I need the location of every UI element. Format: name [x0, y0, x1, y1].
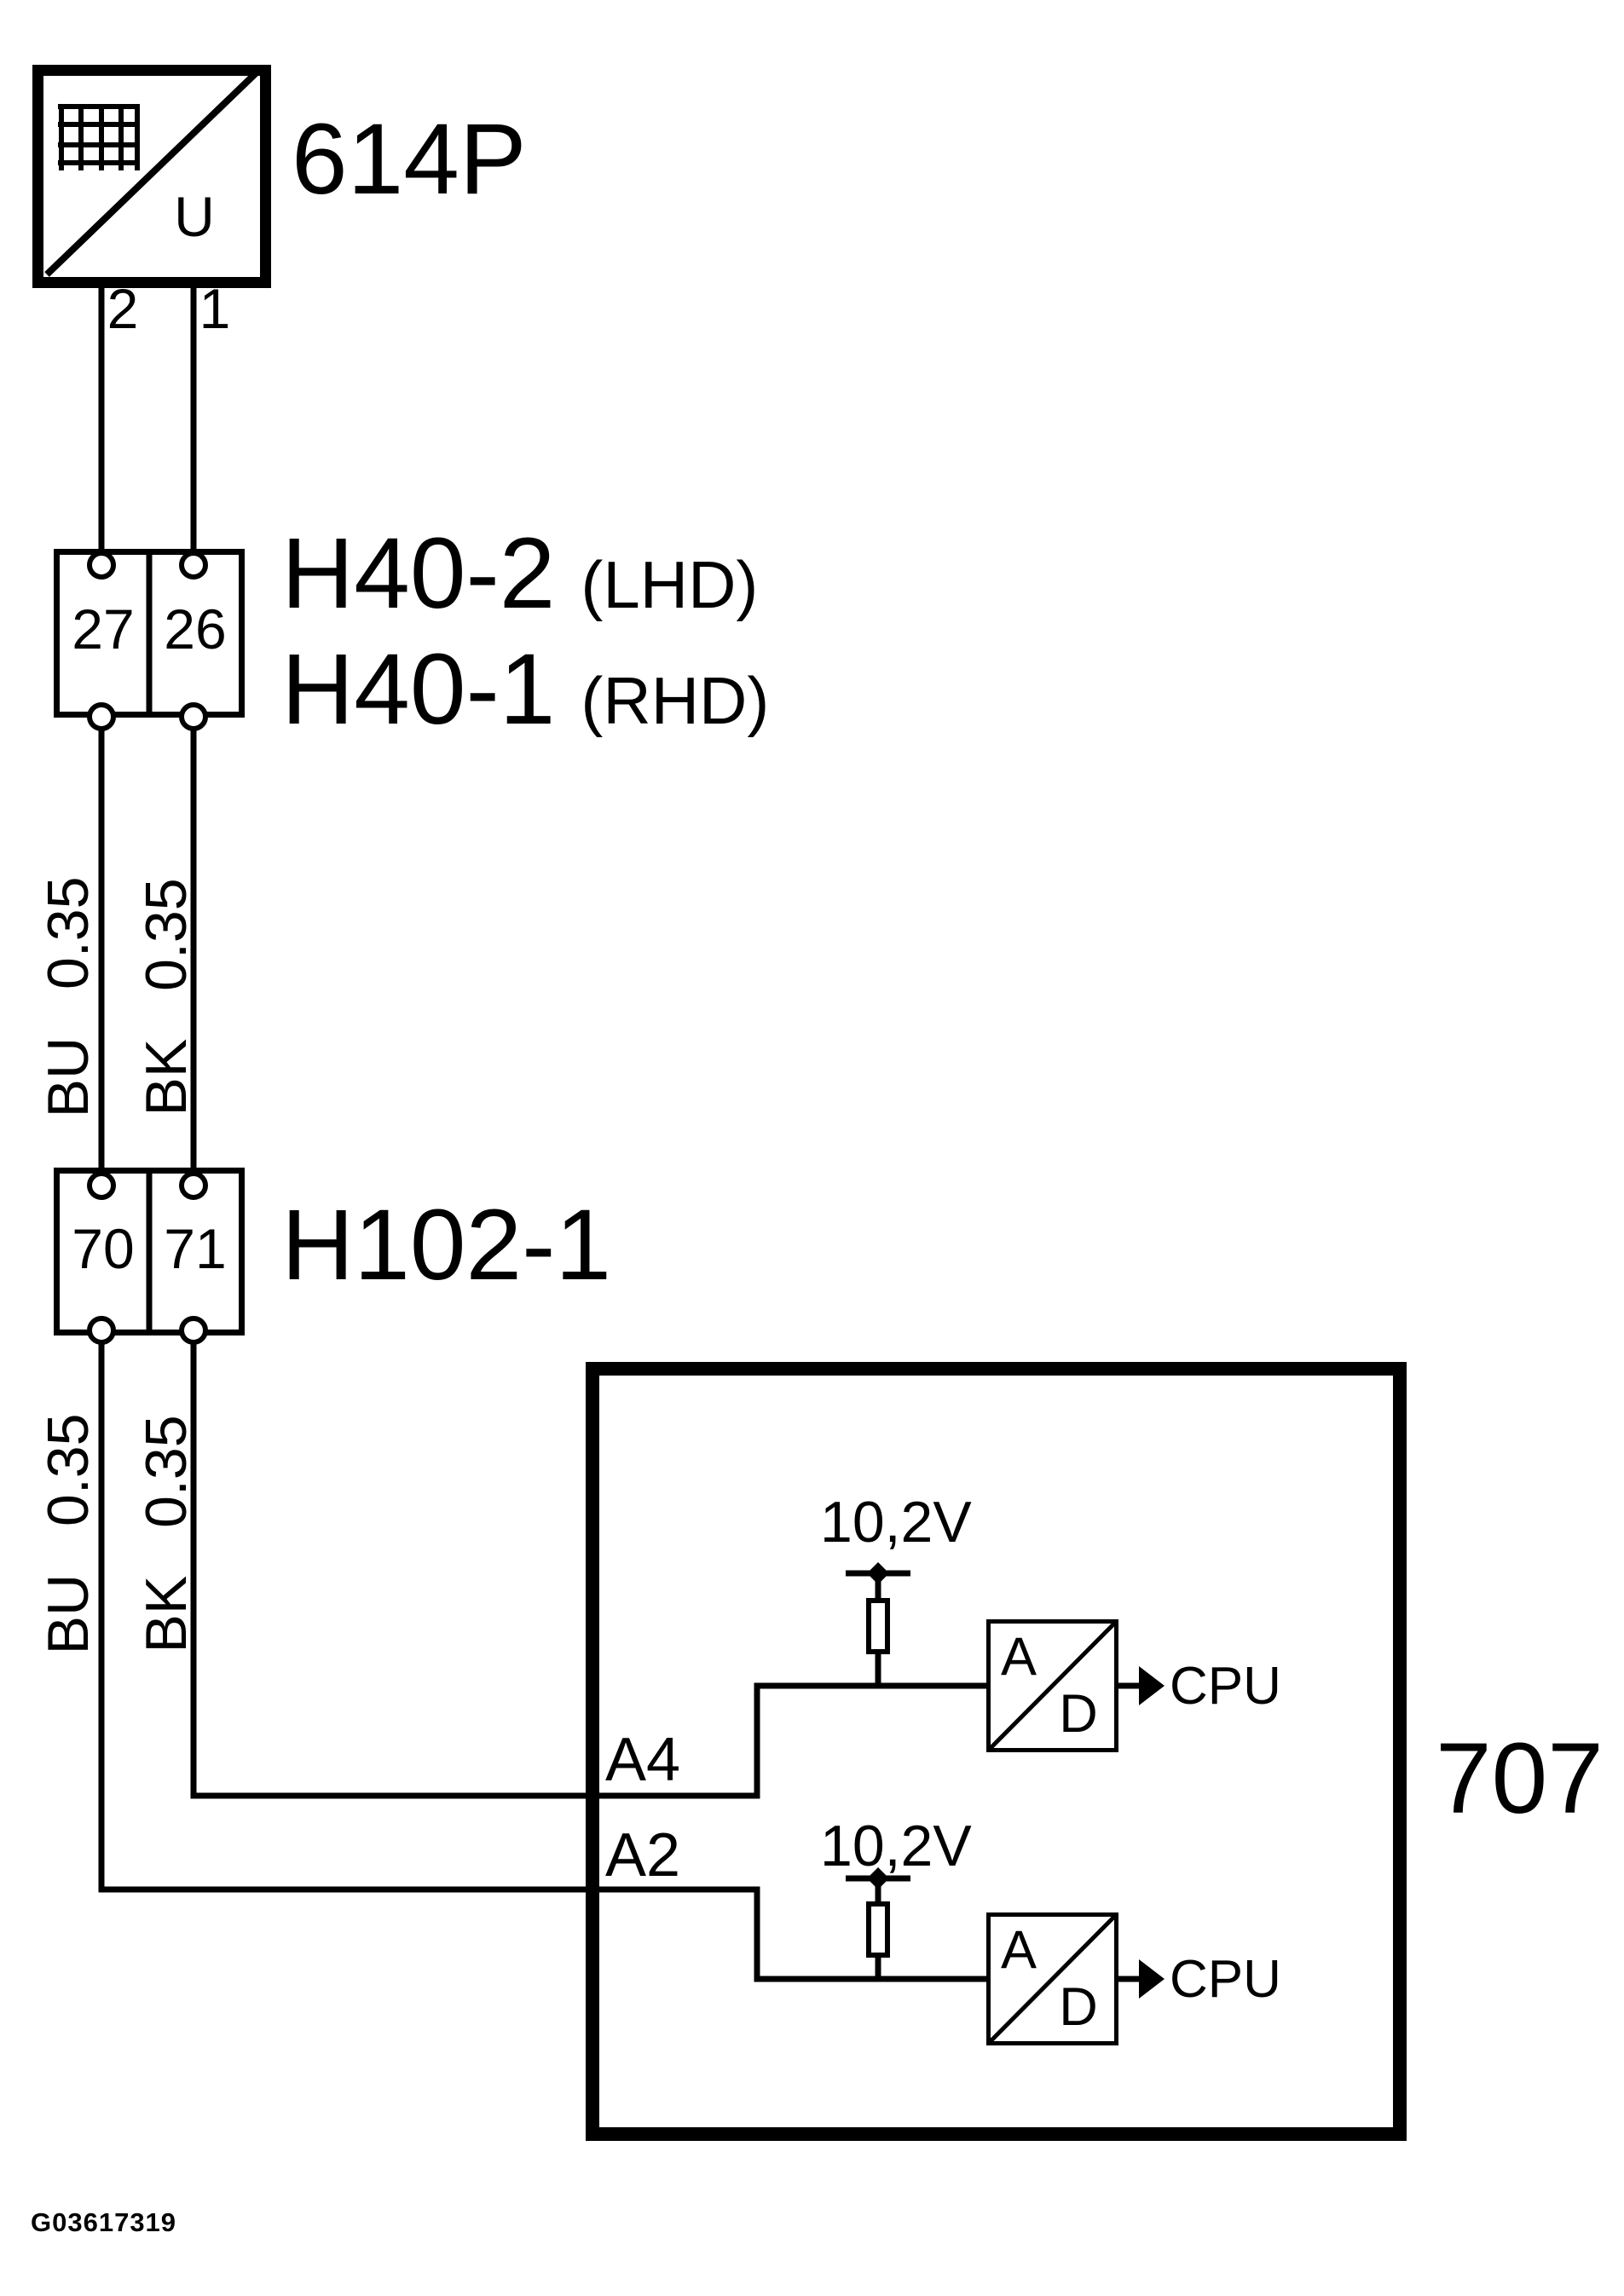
- h40-label-row-rhd: H40-1 (RHD): [281, 639, 769, 740]
- h102-pin-71-label: 71: [164, 1217, 227, 1280]
- harness-wires-upper: [98, 729, 197, 1174]
- figure-id-label: G03617319: [31, 2207, 177, 2237]
- grid-sensor-icon: [58, 104, 140, 170]
- wire-gauge: 0.35: [36, 876, 101, 989]
- sensor-id-label: 614P: [292, 103, 527, 216]
- wire-label-bu-upper: BU 0.35: [36, 876, 101, 1118]
- h40-pin-26-label: 26: [164, 597, 227, 661]
- control-module-id-label: 707: [1436, 1722, 1604, 1835]
- ad-converter-a-upper: A: [1000, 1627, 1037, 1687]
- cpu-label-upper: CPU: [1170, 1657, 1281, 1716]
- resistor-icon: [866, 1598, 890, 1654]
- module-input-a4-label: A4: [605, 1726, 681, 1794]
- module-input-a2-label: A2: [605, 1821, 681, 1889]
- h102-pin-70-label: 70: [72, 1217, 135, 1280]
- sensor-pin-1-label: 1: [199, 277, 231, 340]
- ad-converter-icon: [986, 1912, 1118, 2045]
- wire-color-code: BK: [134, 1575, 199, 1653]
- connector-name: H40-2: [281, 517, 556, 630]
- sensor-symbol-letter: U: [174, 185, 215, 248]
- supply-voltage-label-lower: 10,2V: [820, 1814, 972, 1878]
- circuit-a4: [846, 1562, 1165, 1752]
- wire-bk-to-a4: [190, 1342, 986, 1799]
- arrow-right-icon: [1139, 1959, 1165, 1999]
- circuit-a2: [846, 1867, 1165, 2045]
- wire-label-bk-upper: BK 0.35: [134, 878, 199, 1116]
- cpu-label-lower: CPU: [1170, 1950, 1281, 2009]
- ad-converter-d-lower: D: [1059, 1977, 1098, 2037]
- control-module-707-box: [586, 1362, 1407, 2141]
- sensor-component-box: [32, 65, 271, 288]
- connector-h102-symbol: [54, 1168, 245, 1335]
- ad-converter-icon: [986, 1619, 1118, 1752]
- wire-bu-to-a2: [98, 1342, 986, 1982]
- connector-h40-symbol: [54, 549, 245, 718]
- sensor-diagonal-line: [44, 71, 258, 277]
- ad-converter-a-lower: A: [1000, 1920, 1037, 1980]
- h40-label-row-lhd: H40-2 (LHD): [281, 523, 758, 624]
- connector-h102-pin-terminals: [87, 1171, 208, 1345]
- supply-voltage-label-upper: 10,2V: [820, 1490, 972, 1555]
- ad-converter-d-upper: D: [1059, 1684, 1098, 1744]
- resistor-icon: [866, 1901, 890, 1958]
- wire-label-bu-lower: BU 0.35: [36, 1413, 101, 1655]
- wire-gauge: 0.35: [134, 1415, 199, 1528]
- arrow-right-icon: [1139, 1666, 1165, 1705]
- wire-gauge: 0.35: [134, 878, 199, 991]
- drive-variant: (LHD): [581, 547, 759, 622]
- sensor-pin-wires: [98, 283, 197, 553]
- wire-color-code: BU: [36, 1036, 101, 1118]
- h102-connector-name: H102-1: [281, 1189, 612, 1301]
- sensor-pin-2-label: 2: [107, 277, 139, 340]
- wire-color-code: BU: [36, 1573, 101, 1655]
- wire-color-code: BK: [134, 1038, 199, 1116]
- connector-h40-pin-terminals: [87, 551, 208, 731]
- connector-name: H40-1: [281, 633, 556, 746]
- h40-pin-27-label: 27: [72, 597, 135, 661]
- wire-gauge: 0.35: [36, 1413, 101, 1526]
- drive-variant: (RHD): [581, 663, 770, 738]
- wire-label-bk-lower: BK 0.35: [134, 1415, 199, 1653]
